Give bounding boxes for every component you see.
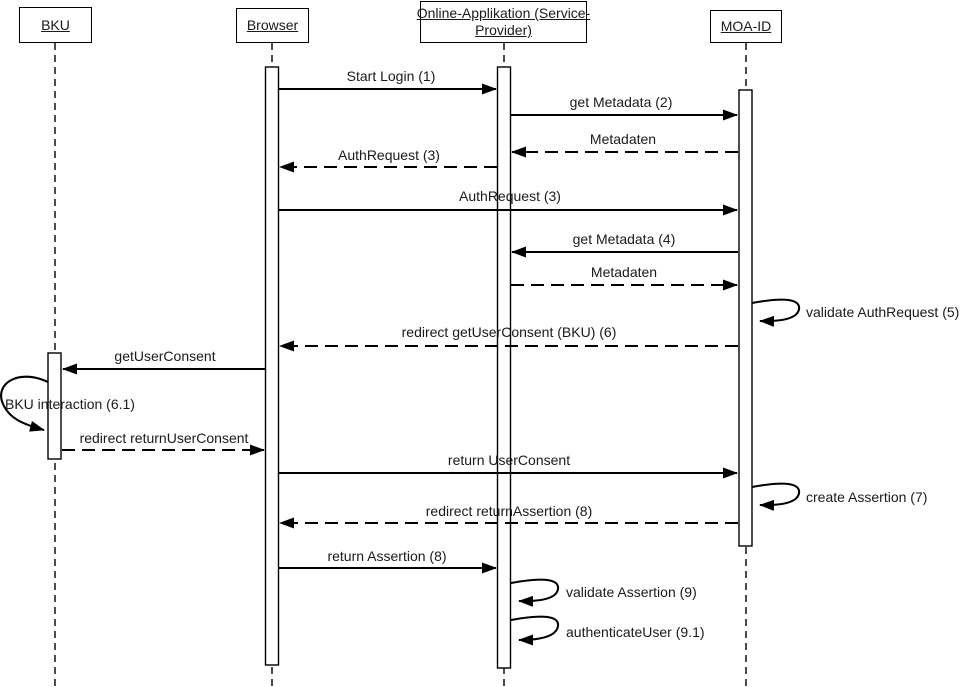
actor-label-browser: Browser — [246, 17, 299, 33]
message-label-metadaten-1: Metadaten — [589, 131, 657, 147]
actor-label-bku: BKU — [41, 16, 70, 33]
actor-box-browser: Browser — [236, 8, 309, 43]
message-label-start-login: Start Login (1) — [346, 68, 436, 84]
message-label-return-assertion: return Assertion (8) — [327, 548, 447, 564]
message-label-create-assertion: create Assertion (7) — [806, 489, 928, 505]
message-label-get-metadata-4: get Metadata (4) — [572, 231, 676, 247]
validate-assertion-loop — [510, 578, 560, 607]
online-applikation-activation-bar — [496, 66, 512, 669]
message-label-authrequest-redirect: AuthRequest (3) — [338, 147, 440, 163]
message-label-redirect-returnuserconsent: redirect returnUserConsent — [79, 430, 249, 446]
message-label-get-metadata-2: get Metadata (2) — [569, 94, 673, 110]
moa-id-activation-bar — [738, 89, 753, 547]
validate-authrequest-loop — [751, 298, 801, 327]
actor-label-online-applikation-line2: Provider) — [475, 22, 532, 38]
actor-box-moa-id: MOA-ID — [710, 10, 782, 43]
actor-box-online-applikation: Online-Applikation (Service- Provider) — [417, 1, 590, 43]
message-label-metadaten-2: Metadaten — [590, 264, 658, 280]
bku-interaction-loop — [0, 375, 49, 432]
message-label-validate-assertion: validate Assertion (9) — [566, 584, 697, 600]
message-label-return-userconsent: return UserConsent — [447, 452, 571, 468]
bku-activation-bar — [47, 352, 62, 460]
create-assertion-loop — [751, 482, 801, 511]
message-label-authenticateuser: authenticateUser (9.1) — [566, 624, 705, 640]
actor-label-moa-id: MOA-ID — [720, 18, 772, 34]
message-label-bku-interaction: BKU interaction (6.1) — [5, 396, 135, 412]
actor-label-online-applikation-line1: Online-Applikation (Service- — [416, 5, 591, 21]
browser-activation-bar — [264, 66, 280, 666]
message-label-redirect-getuserconsent: redirect getUserConsent (BKU) (6) — [401, 324, 617, 340]
message-label-getuserconsent: getUserConsent — [114, 348, 216, 364]
message-label-authrequest: AuthRequest (3) — [459, 188, 561, 204]
authenticateuser-loop — [510, 615, 560, 646]
actor-box-bku: BKU — [19, 7, 92, 43]
message-label-redirect-returnassertion: redirect returnAssertion (8) — [425, 503, 593, 519]
message-label-validate-authrequest: validate AuthRequest (5) — [806, 304, 960, 320]
